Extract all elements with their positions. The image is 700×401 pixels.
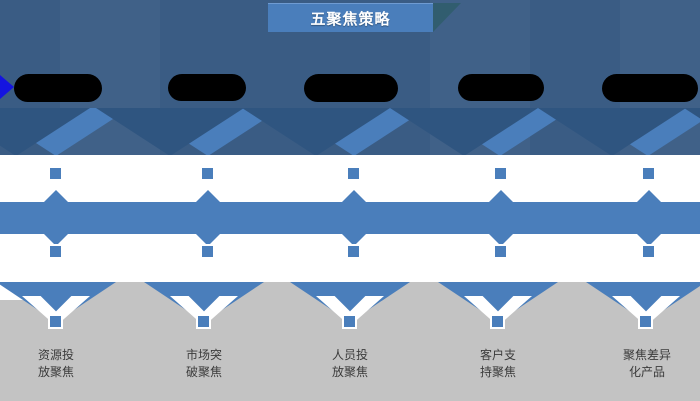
column-label-4: 客户支 持聚焦 <box>453 347 543 381</box>
marker-square-3-4[interactable] <box>490 314 505 329</box>
column-label-5-line2: 化产品 <box>628 365 665 379</box>
header-chevron-dark-1 <box>96 108 244 156</box>
header-chevron-dark-4 <box>538 108 686 156</box>
marker-square-1-5[interactable] <box>641 166 656 181</box>
header-chevron-dark-2 <box>242 108 390 156</box>
horizontal-blue-band <box>0 202 700 234</box>
marker-square-2-2[interactable] <box>200 244 215 259</box>
connector-down-5 <box>636 233 662 246</box>
marker-square-2-1[interactable] <box>48 244 63 259</box>
marker-square-1-3[interactable] <box>346 166 361 181</box>
marker-square-3-5[interactable] <box>638 314 653 329</box>
marker-square-3-2[interactable] <box>196 314 211 329</box>
column-label-5-line1: 聚焦差异 <box>622 348 671 362</box>
marker-square-2-3[interactable] <box>346 244 361 259</box>
header-chevron-dark-0 <box>0 108 90 156</box>
connector-down-1 <box>43 233 69 246</box>
column-label-1-line1: 资源投 <box>37 348 74 362</box>
header-item-5-redaction <box>602 74 698 102</box>
column-label-2-line2: 破聚焦 <box>185 365 222 379</box>
connector-up-3 <box>341 190 367 203</box>
connector-up-2 <box>195 190 221 203</box>
page-title: 五聚焦策略 <box>310 10 391 28</box>
connector-up-5 <box>636 190 662 203</box>
marker-square-1-1[interactable] <box>48 166 63 181</box>
marker-square-3-3[interactable] <box>342 314 357 329</box>
column-label-2-line1: 市场突 <box>185 348 222 362</box>
column-label-3-line1: 人员投 <box>331 348 368 362</box>
connector-up-1 <box>43 190 69 203</box>
marker-square-1-2[interactable] <box>200 166 215 181</box>
column-label-3-line2: 放聚焦 <box>331 365 368 379</box>
column-label-4-line1: 客户支 <box>479 348 516 362</box>
column-label-1-line2: 放聚焦 <box>37 365 74 379</box>
header-chevron-dark-5 <box>684 108 700 156</box>
marker-square-2-5[interactable] <box>641 244 656 259</box>
header-item-3-redaction <box>304 74 398 102</box>
header-chevron-dark-3 <box>390 108 538 156</box>
marker-square-3-1[interactable] <box>48 314 63 329</box>
marker-square-1-4[interactable] <box>493 166 508 181</box>
header-item-1-redaction <box>14 74 102 102</box>
title-banner: 五聚焦策略 <box>268 3 433 32</box>
column-label-1: 资源投 放聚焦 <box>11 347 101 381</box>
marker-square-2-4[interactable] <box>493 244 508 259</box>
column-label-3: 人员投 放聚焦 <box>305 347 395 381</box>
connector-down-4 <box>488 233 514 246</box>
column-label-5: 聚焦差异 化产品 <box>597 347 697 381</box>
connector-down-3 <box>341 233 367 246</box>
title-banner-tail <box>433 3 461 32</box>
column-label-4-line2: 持聚焦 <box>479 365 516 379</box>
header-item-4-redaction <box>458 74 544 101</box>
connector-down-2 <box>195 233 221 246</box>
connector-up-4 <box>488 190 514 203</box>
column-label-2: 市场突 破聚焦 <box>159 347 249 381</box>
left-arrow-icon <box>0 75 14 99</box>
header-item-2-redaction <box>168 74 246 101</box>
